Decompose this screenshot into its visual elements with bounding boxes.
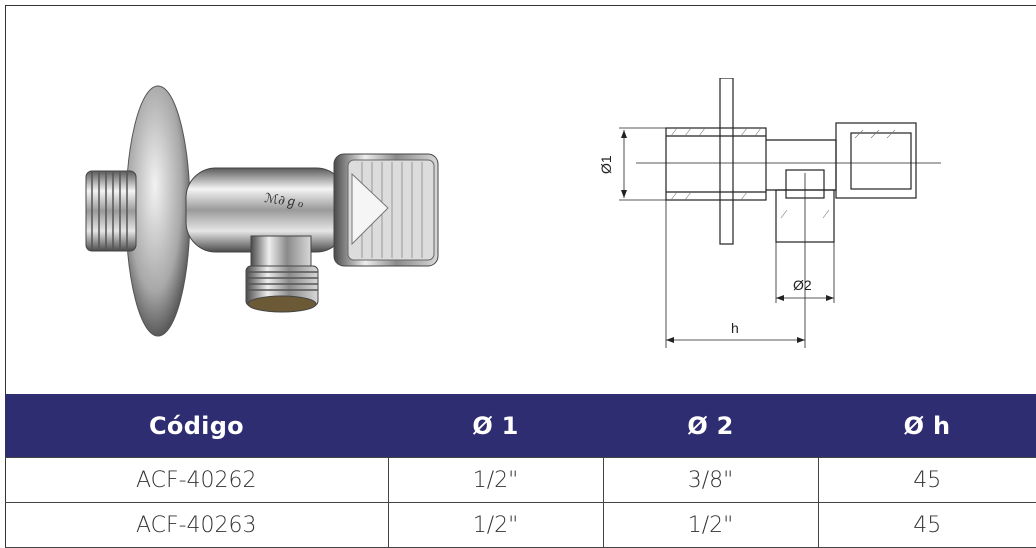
header-codigo: Código	[5, 394, 388, 458]
dim-label-h: h	[731, 320, 739, 336]
spec-table: Código Ø 1 Ø 2 Ø h ACF-40262 1/2" 3/8" 4…	[5, 394, 1036, 548]
svg-text:ℳ∂ℊℴ: ℳ∂ℊℴ	[263, 191, 304, 211]
cell-codigo: ACF-40263	[5, 502, 389, 548]
cell-d2: 1/2"	[602, 502, 819, 548]
dim-label-d1: Ø1	[598, 155, 614, 174]
table-row: ACF-40263 1/2" 1/2" 45	[5, 502, 1036, 548]
product-images: ℳ∂ℊℴ	[6, 6, 1036, 394]
header-d2: Ø 2	[603, 394, 818, 458]
valve-photo: ℳ∂ℊℴ	[85, 85, 439, 337]
technical-drawing: Ø1 Ø2 h	[598, 78, 941, 348]
cell-h: 45	[817, 502, 1036, 548]
cell-codigo: ACF-40262	[5, 457, 389, 503]
cell-d1: 1/2"	[387, 457, 604, 503]
dim-label-d2: Ø2	[793, 277, 812, 293]
cell-d2: 3/8"	[602, 457, 819, 503]
table-row: ACF-40262 1/2" 3/8" 45	[5, 457, 1036, 503]
header-h: Ø h	[818, 394, 1036, 458]
cell-h: 45	[817, 457, 1036, 503]
table-header-row: Código Ø 1 Ø 2 Ø h	[5, 394, 1036, 458]
cell-d1: 1/2"	[387, 502, 604, 548]
content-frame	[5, 5, 1036, 547]
header-d1: Ø 1	[388, 394, 603, 458]
